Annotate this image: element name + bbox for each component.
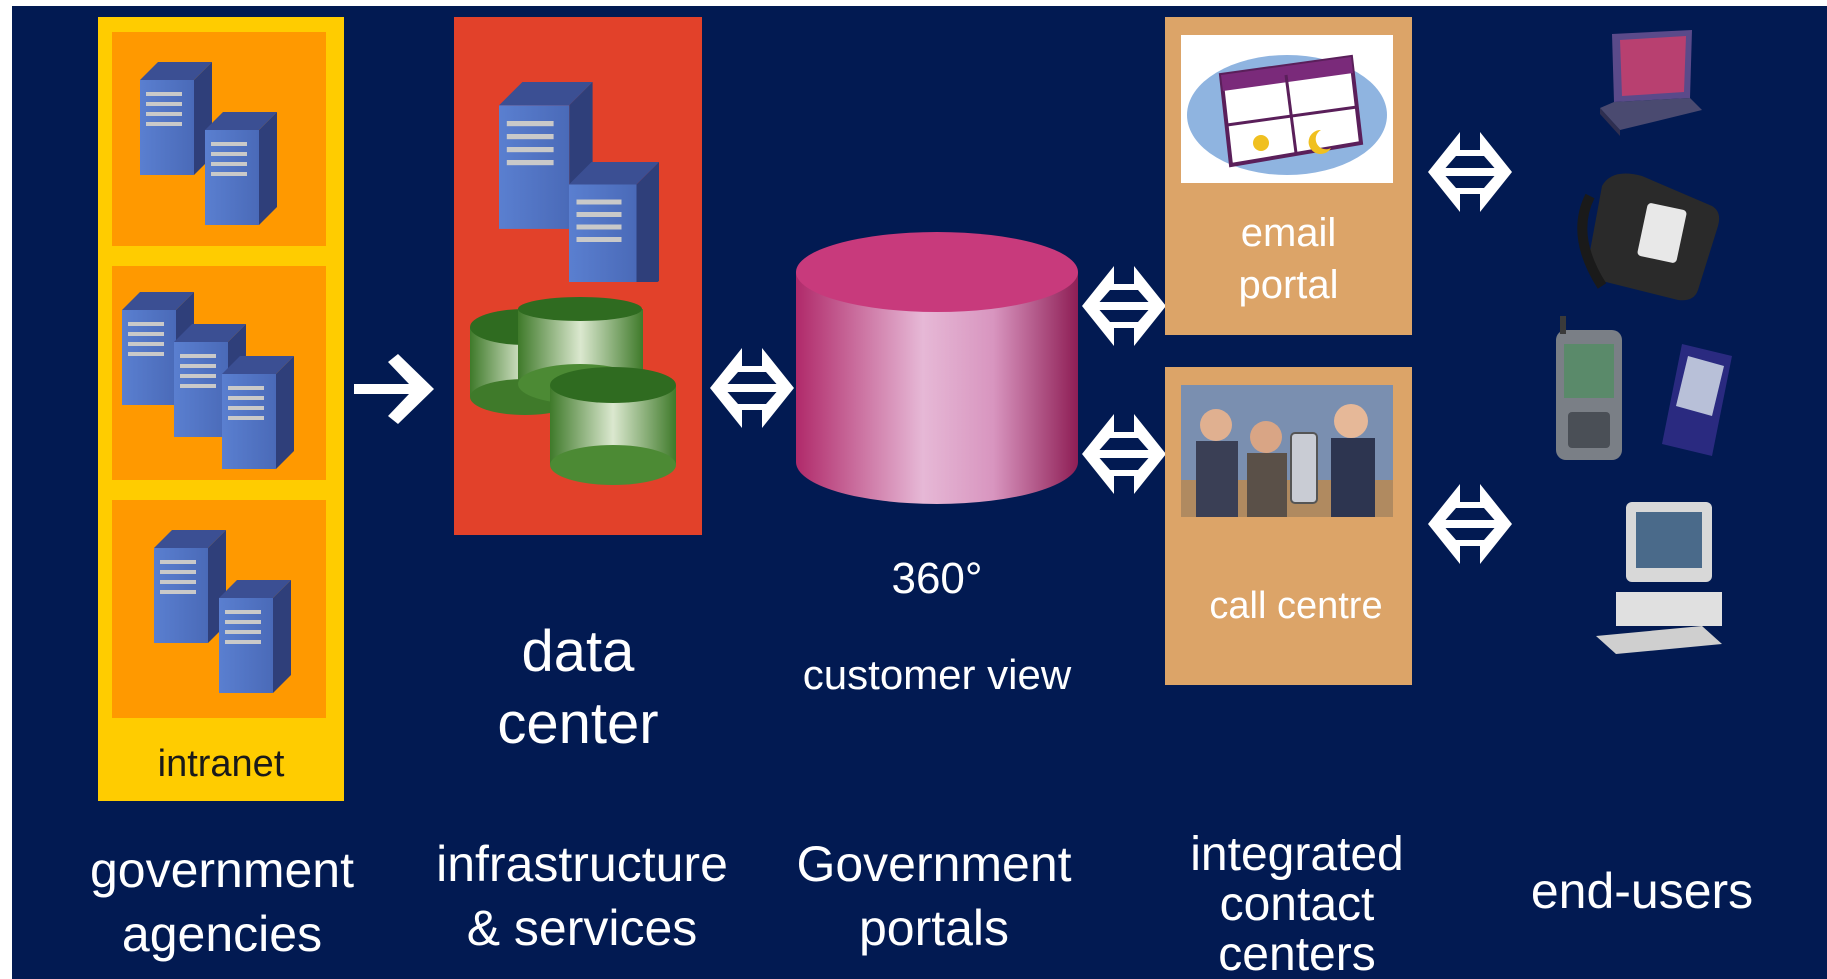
left-margin — [0, 830, 12, 979]
degrees-label: 360° — [891, 554, 983, 603]
caption-government-agencies: government agencies — [89, 842, 355, 962]
double-arrow-icon — [1082, 414, 1166, 494]
caption-infrastructure-services: infrastructure & services — [436, 836, 728, 956]
customer-view-label: customer view — [802, 651, 1072, 698]
mobile-phone-icon — [1556, 316, 1622, 460]
call-centre-image — [1181, 385, 1393, 517]
caption-government-portals: Government portals — [796, 836, 1072, 956]
desk-phone-icon — [1577, 173, 1720, 301]
data-center-panel — [454, 17, 702, 535]
desktop-computer-icon — [1596, 502, 1722, 654]
arrow-right-icon — [354, 354, 434, 424]
caption-integrated-contact-centers: integrated contact centers — [1190, 828, 1404, 979]
customer-view-cylinder — [796, 232, 1078, 504]
agency-panel: intranet — [98, 17, 344, 801]
double-arrow-icon — [1428, 132, 1512, 212]
server-icon — [122, 292, 294, 469]
caption-end-users: end-users — [1530, 863, 1754, 919]
agency-box-1 — [112, 32, 326, 246]
calendar-image — [1181, 35, 1393, 183]
double-arrow-icon — [1082, 266, 1166, 346]
intranet-label: intranet — [157, 743, 285, 785]
pda-icon — [1662, 344, 1732, 456]
server-icon — [499, 82, 659, 282]
agency-box-2 — [112, 266, 326, 480]
server-icon — [140, 62, 277, 225]
agency-box-3 — [112, 500, 326, 718]
diagram-canvas: intranet data — [12, 6, 1827, 979]
laptop-icon — [1600, 30, 1702, 136]
email-portal-label: email portal — [1238, 211, 1339, 307]
database-icon — [470, 297, 676, 485]
call-centre-panel: call centre — [1165, 367, 1412, 685]
call-centre-label: call centre — [1209, 585, 1383, 627]
email-portal-panel: email portal — [1165, 17, 1412, 335]
double-arrow-icon — [1428, 484, 1512, 564]
data-center-label: data center — [497, 619, 659, 756]
server-icon — [154, 530, 291, 693]
double-arrow-icon — [710, 348, 794, 428]
